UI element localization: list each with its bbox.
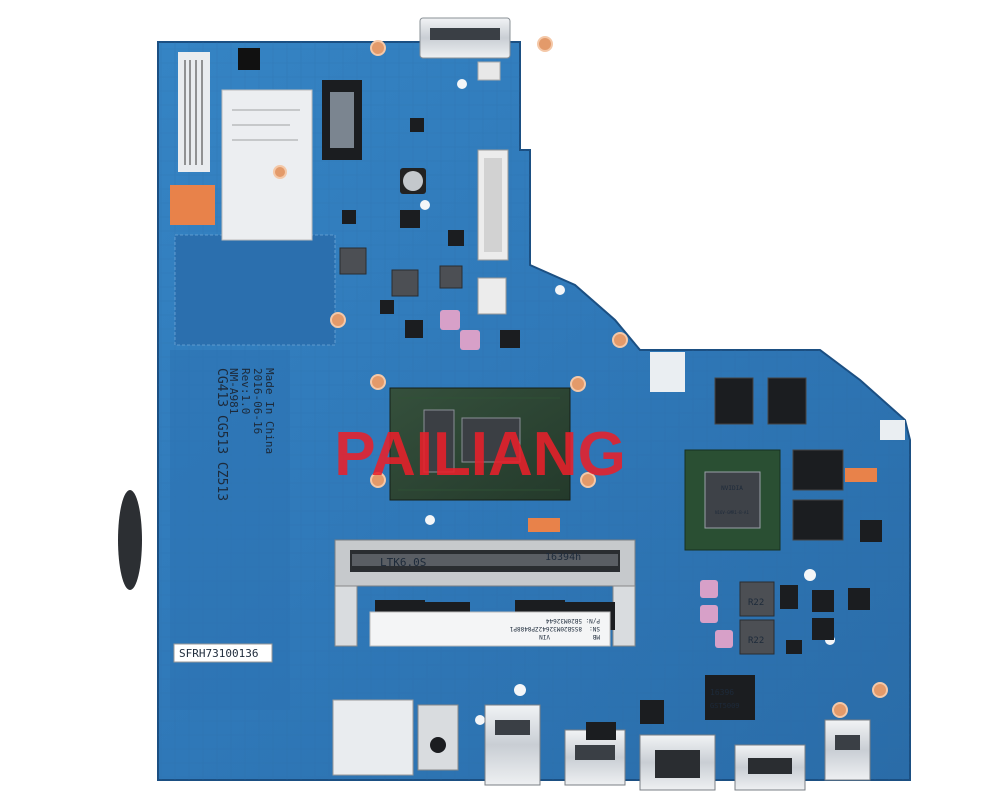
barcode-sticker-vertical: [178, 52, 210, 172]
sodimm-slot-left-clip: [334, 585, 358, 647]
small-ics: [342, 118, 882, 654]
chip-near-usb: [586, 722, 616, 740]
mb-label-sn: SN:: [589, 625, 600, 632]
usb-port-1: [484, 704, 541, 786]
dimm-code: 16394h: [545, 552, 581, 563]
ethernet-port: [639, 734, 716, 791]
svg-text:Rev:1.0: Rev:1.0: [239, 368, 252, 414]
orange-pad-right: [845, 468, 877, 482]
gpu-code: N16V-GMR1-B-A1: [715, 510, 749, 515]
svg-text:CG413 CG513 CZ513: CG413 CG513 CZ513: [214, 368, 229, 501]
trace-region-left: [174, 234, 336, 346]
mb-label: [369, 611, 611, 647]
black-chip-eth: [640, 700, 664, 724]
lan-chip-text: 16396: [710, 688, 734, 697]
coin-cell-edge: [118, 490, 142, 590]
dimm-slot-label: LTK6.0S: [380, 556, 426, 569]
mb-label-pn: P/N:: [586, 617, 600, 624]
white-shield-right: [880, 420, 905, 440]
mounting-holes: [273, 36, 888, 718]
label-sheet: [221, 89, 313, 241]
inductors: [339, 247, 775, 655]
svg-text:NM-A981: NM-A981: [227, 368, 240, 414]
lan-chip-text-2: GST5009: [710, 702, 740, 710]
cpu-die-1: [423, 409, 455, 473]
gpu-die: [704, 471, 761, 529]
svg-text:2016-06-16: 2016-06-16: [251, 368, 264, 434]
inductor-1-label: R22: [748, 598, 764, 608]
vram-chips: [714, 377, 844, 541]
mb-label-mb: MB: [592, 633, 600, 640]
mb-label-pn-value: 5B20M32644: [545, 617, 582, 624]
orange-pad-mid: [528, 518, 560, 532]
board-cutout: [650, 352, 685, 392]
orange-pad-left: [170, 185, 215, 225]
ribbon-connector-2: [477, 277, 507, 315]
bottom-bracket-left: [332, 699, 414, 776]
electrolytic-capacitors: [400, 168, 733, 648]
serial-sticker-text: SFRH73100136: [179, 647, 258, 660]
inductor-2-label: R22: [748, 636, 764, 646]
watermark-text: PAILIANG: [334, 420, 626, 489]
small-connector: [477, 61, 501, 81]
svg-text:Made In China: Made In China: [263, 368, 276, 454]
chip-top-left: [238, 48, 260, 70]
mb-label-sn-value: 8SSB20M32642ZP8488P1: [509, 625, 582, 632]
serial-sticker: [173, 643, 273, 663]
cpu-die-2: [461, 417, 521, 463]
sodimm-slot-right-clip: [612, 585, 636, 647]
mb-label-vin: VIN: [539, 633, 550, 640]
silkscreen-board-info: CG413 CG513 CZ513 NM-A981 Rev:1.0 2016-0…: [214, 368, 276, 501]
gpu-brand: NVIDIA: [721, 485, 743, 492]
lan-chip: [705, 675, 755, 720]
